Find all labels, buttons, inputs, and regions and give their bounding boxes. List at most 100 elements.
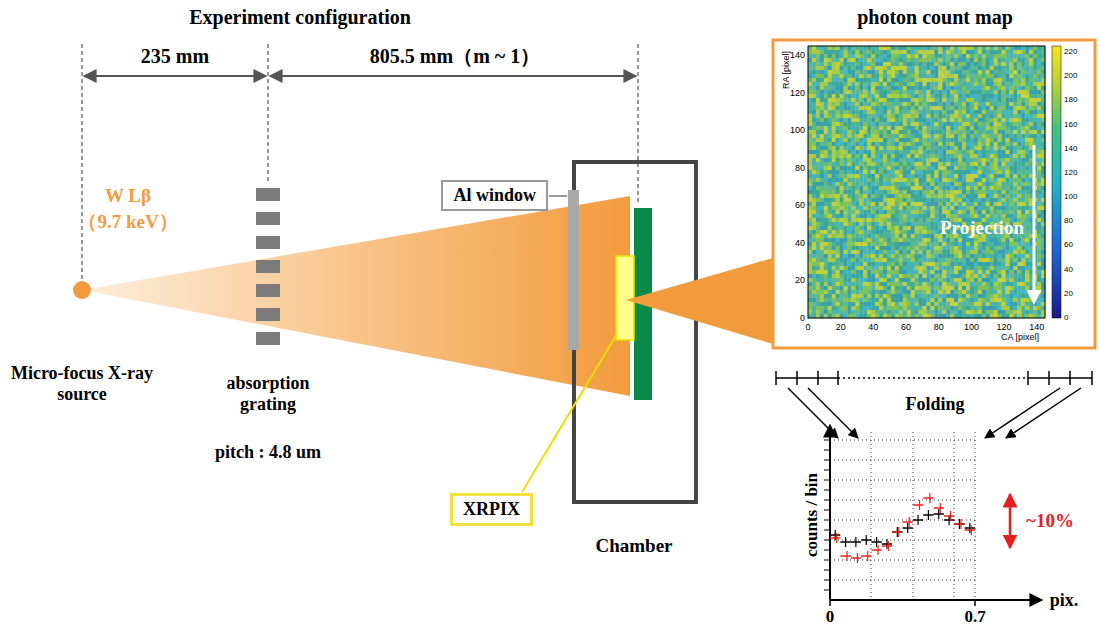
map-pixel [867,162,871,166]
map-pixel [836,66,840,70]
map-pixel [875,78,879,82]
map-pixel [899,86,903,90]
map-pixel [836,126,840,130]
map-pixel [919,82,923,86]
map-pixel [879,178,883,182]
map-pixel [879,102,883,106]
map-pixel [871,234,875,238]
map-pixel [875,94,879,98]
map-pixel [859,174,863,178]
map-pixel [907,158,911,162]
map-pixel [828,114,832,118]
map-pixel [883,254,887,258]
map-pixel [820,178,824,182]
map-pixel [855,170,859,174]
map-pixel [851,114,855,118]
map-pixel [879,254,883,258]
map-pixel [887,134,891,138]
map-pixel [887,214,891,218]
map-pixel [915,122,919,126]
map-pixel [840,262,844,266]
map-pixel [895,198,899,202]
map-pixel [875,154,879,158]
map-pixel [824,54,828,58]
map-pixel [915,46,919,50]
map-pixel [871,206,875,210]
map-pixel [851,298,855,302]
map-pixel [855,214,859,218]
map-pixel [855,126,859,130]
map-pixel [848,258,852,262]
map-pixel [887,146,891,150]
map-pixel [832,206,836,210]
map-pixel [824,306,828,310]
map-pixel [903,154,907,158]
map-pixel [911,146,915,150]
map-pixel [836,186,840,190]
map-pixel [867,170,871,174]
map-pixel [859,158,863,162]
map-pixel [879,230,883,234]
map-pixel [820,210,824,214]
map-pixel [887,70,891,74]
map-pixel [867,66,871,70]
map-pixel [851,194,855,198]
map-pixel [887,230,891,234]
map-pixel [895,94,899,98]
map-pixel [848,146,852,150]
map-pixel [891,190,895,194]
map-pixel [915,130,919,134]
map-pixel [844,90,848,94]
map-pixel [891,282,895,286]
map-pixel [883,62,887,66]
map-pixel [875,126,879,130]
map-pixel [855,46,859,50]
map-pixel [879,130,883,134]
map-pixel [824,66,828,70]
map-pixel [824,282,828,286]
map-pixel [859,202,863,206]
map-pixel [855,286,859,290]
map-pixel [915,146,919,150]
map-pixel [836,70,840,74]
map-pixel [875,178,879,182]
map-pixel [863,114,867,118]
map-pixel [836,222,840,226]
map-pixel [836,182,840,186]
map-pixel [891,218,895,222]
map-pixel [911,166,915,170]
map-pixel [911,294,915,298]
map-pixel [915,254,919,258]
map-pixel [828,218,832,222]
map-pixel [919,50,923,54]
map-pixel [915,82,919,86]
map-pixel [824,146,828,150]
map-pixel [820,242,824,246]
map-pixel [899,266,903,270]
map-pixel [919,190,923,194]
map-pixel [863,306,867,310]
map-pixel [812,130,816,134]
map-pixel [863,194,867,198]
map-pixel [879,146,883,150]
map-pixel [867,242,871,246]
map-pixel [824,74,828,78]
map-pixel [832,262,836,266]
map-pixel [891,126,895,130]
map-pixel [808,234,812,238]
map-pixel [855,282,859,286]
map-pixel [879,126,883,130]
map-pixel [859,262,863,266]
map-pixel [907,286,911,290]
map-pixel [816,310,820,314]
map-pixel [871,238,875,242]
map-pixel [863,170,867,174]
map-pixel [828,122,832,126]
map-pixel [919,122,923,126]
map-pixel [867,258,871,262]
map-pixel [915,114,919,118]
map-pixel [836,194,840,198]
map-pixel [907,274,911,278]
map-pixel [840,190,844,194]
map-pixel [875,246,879,250]
